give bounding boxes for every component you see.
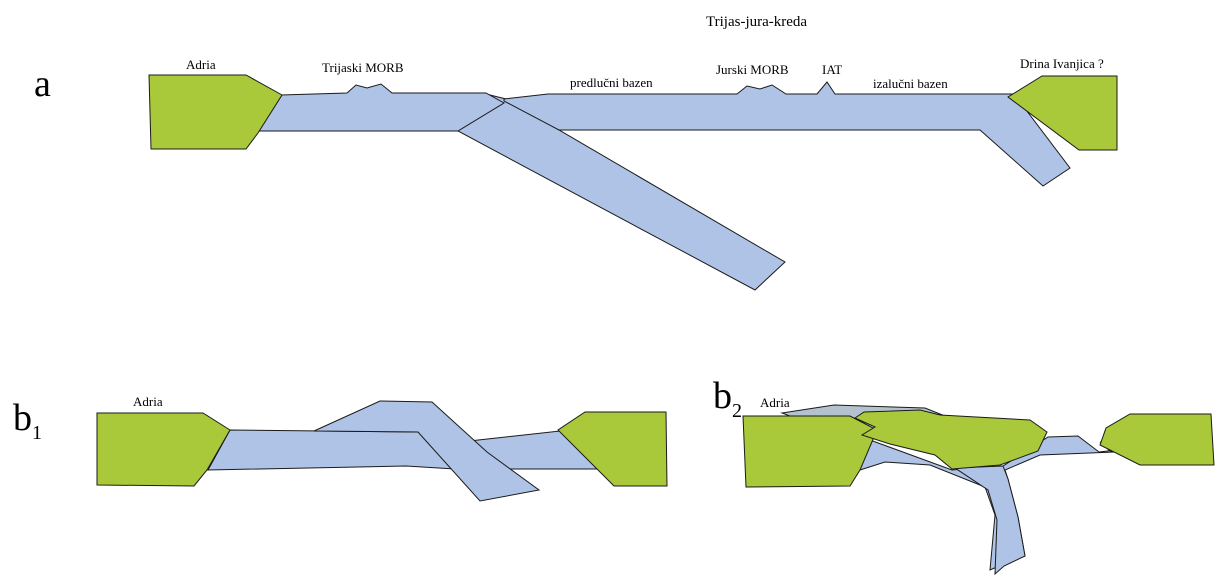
panel-a: a Adria Trijaski MORB predlučni bazen Ju…: [34, 56, 1118, 291]
panel-b1: b1 Adria: [13, 394, 668, 502]
panel-a-adria-plate: [148, 74, 283, 150]
panel-b1-obducted-wedge: [313, 400, 541, 502]
panel-a-drina-ivanjica-plate: [1007, 75, 1118, 151]
panel-b2-adria-plate: [742, 415, 878, 488]
panel-b2: b2 Adria: [713, 375, 1215, 576]
panel-a-letter: a: [34, 63, 51, 105]
panel-a-label-triassic-morb: Trijaski MORB: [322, 60, 404, 75]
panel-a-label-backarc-basin: izalučni bazen: [873, 76, 948, 91]
panel-b1-adria-plate: [96, 412, 231, 487]
panel-a-label-drina-ivanjica: Drina Ivanjica ?: [1020, 56, 1104, 71]
panel-a-label-adria: Adria: [186, 57, 216, 72]
panel-b2-label-adria: Adria: [760, 395, 790, 410]
panel-b1-letter: b1: [13, 397, 42, 444]
panel-b2-subducting-slab: [953, 465, 1026, 576]
panel-b1-label-adria: Adria: [133, 394, 163, 409]
panel-a-label-iat: IAT: [822, 62, 842, 77]
diagram-title: Trijas-jura-kreda: [706, 14, 807, 30]
panel-b2-letter: b2: [713, 375, 742, 422]
panel-b1-right-plate: [557, 411, 668, 487]
panel-b2-right-plate: [1099, 413, 1215, 466]
panel-b1-ocean-crust: [207, 429, 602, 471]
panel-a-label-jurassic-morb: Jurski MORB: [716, 62, 789, 77]
panel-a-label-forearc-basin: predlučni bazen: [570, 75, 653, 90]
panel-a-jurassic-ocean-crust: [503, 81, 1071, 187]
panel-b2-central-plate: [853, 409, 1048, 470]
panel-a-triassic-ocean-crust: [257, 83, 505, 132]
